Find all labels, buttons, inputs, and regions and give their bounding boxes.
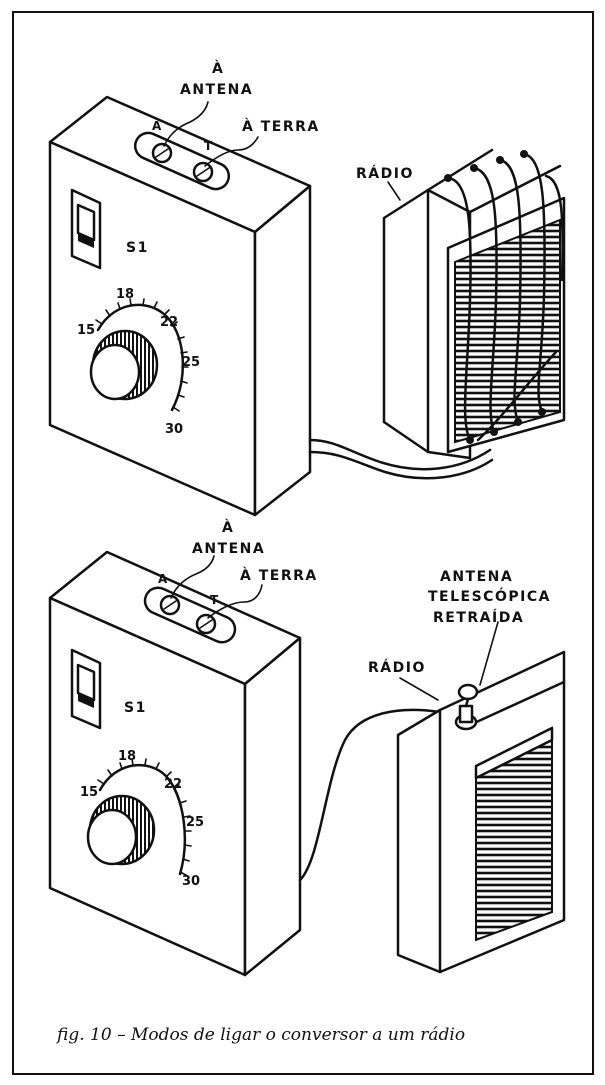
terminal-a-label: A	[152, 119, 162, 133]
telescopic-leader	[479, 621, 499, 686]
switch-s1	[70, 188, 102, 270]
radio-wound-antenna	[382, 148, 566, 460]
antenna-tip	[457, 683, 479, 701]
telescopic-label-1: ANTENA	[440, 569, 513, 585]
dial-mark-15: 15	[77, 323, 95, 338]
figure-caption: fig. 10 – Modos de ligar o conversor a u…	[55, 1025, 465, 1045]
dial-mark-18: 18	[118, 749, 136, 764]
terminal-t-label: T	[210, 593, 219, 607]
tuning-knob	[89, 329, 159, 401]
dial-mark-15: 15	[80, 785, 98, 800]
telescopic-label-2: TELESCÓPICA	[428, 587, 551, 605]
dial-mark-30: 30	[182, 874, 200, 889]
dial-mark-30: 30	[165, 422, 183, 437]
dial-mark-25: 25	[186, 815, 204, 830]
antenna-label: ANTENA	[180, 82, 253, 98]
cable-to-radio	[308, 438, 492, 471]
radio-label: RÁDIO	[356, 165, 414, 182]
dial-mark-18: 18	[116, 287, 134, 302]
radio-label: RÁDIO	[368, 659, 426, 676]
top-panel: A T À ANTENA À TERRA S1 15 18 22 25 30	[48, 60, 566, 517]
antenna-label-accent: À	[222, 519, 234, 536]
ground-wire	[204, 136, 259, 167]
bottom-panel: A T À ANTENA À TERRA S1 15 18 22 25 30	[48, 519, 566, 977]
telescopic-label-3: RETRAÍDA	[433, 609, 524, 626]
antenna-wire	[163, 101, 209, 147]
terminal-strip	[143, 586, 237, 644]
ground-wire	[207, 584, 263, 619]
antenna-label: ANTENA	[192, 541, 265, 557]
switch-label: S1	[124, 700, 147, 716]
dial-scale	[97, 758, 192, 876]
figure-border	[12, 11, 594, 1075]
tuning-knob	[86, 794, 156, 866]
ground-label: À TERRA	[240, 567, 318, 584]
terminal-strip	[133, 131, 231, 191]
switch-label: S1	[126, 240, 149, 256]
antenna-wire	[170, 555, 215, 599]
radio-telescopic	[396, 650, 566, 974]
ground-label: À TERRA	[242, 118, 320, 135]
dial-scale	[95, 298, 189, 412]
dial-mark-22: 22	[160, 315, 178, 330]
radio-leader	[399, 677, 439, 701]
terminal-a-label: A	[158, 572, 168, 586]
dial-mark-25: 25	[182, 355, 200, 370]
dial-mark-22: 22	[164, 777, 182, 792]
switch-s1	[70, 648, 102, 730]
antenna-label-accent: À	[212, 60, 224, 77]
terminal-t-label: T	[204, 139, 213, 153]
